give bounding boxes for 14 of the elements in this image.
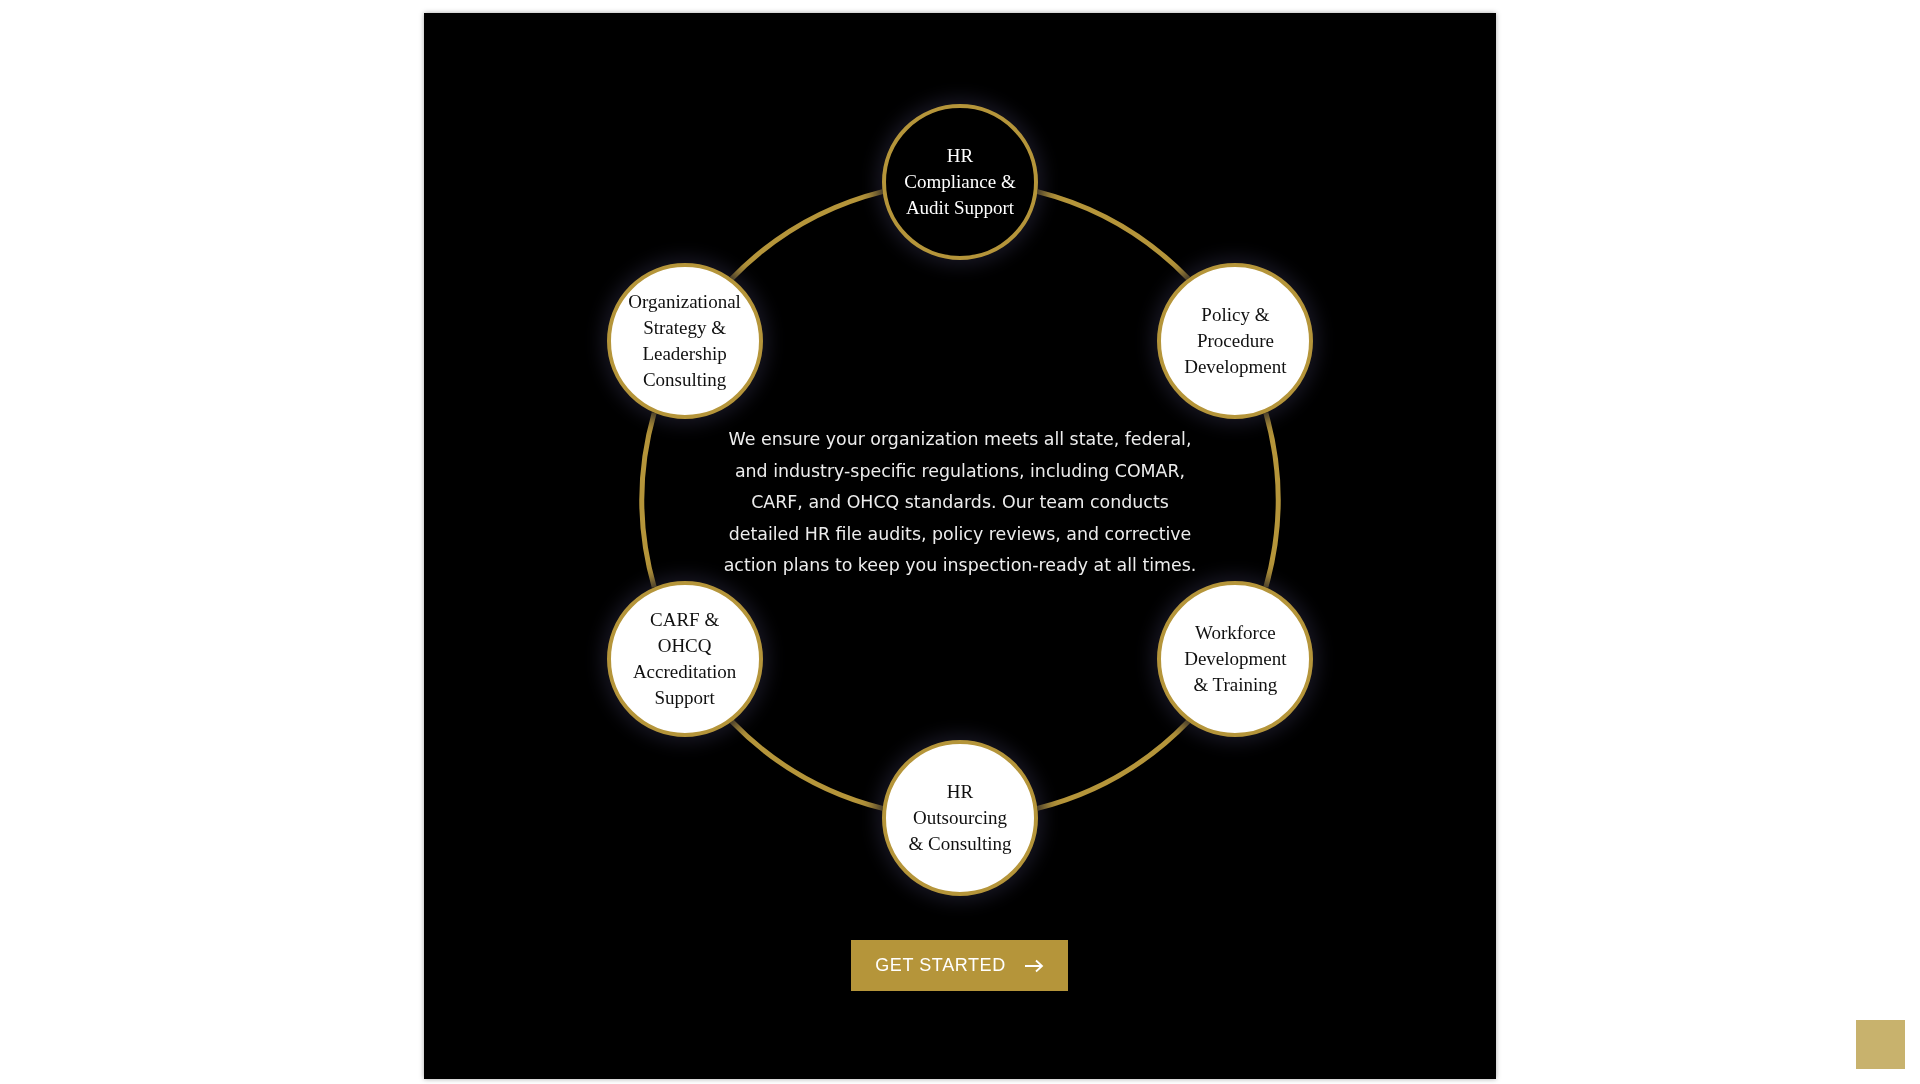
service-name: Workforce Development & Training xyxy=(1183,621,1288,697)
ring-arc xyxy=(640,412,657,588)
ring-arc xyxy=(1036,719,1191,811)
service-name: CARF & OHCQ Accreditation Support xyxy=(631,608,738,710)
service-name: HR Outsourcing & Consulting xyxy=(908,780,1012,856)
get-started-button: GET STARTED xyxy=(851,940,1068,991)
service-name: Organizational Strategy & Leadership Consulting xyxy=(627,290,742,392)
ring-arc xyxy=(729,189,884,281)
service-name: Policy & Procedure Development xyxy=(1183,303,1288,379)
service-name: HR Compliance & Audit Support xyxy=(903,144,1017,220)
description-text: We ensure your organization meets all state, federal, and industry-specific regulations, including COMAR, CARF, and OHCQ standards. Our team conducts detailed HR file audits, policy reviews, and corrective action plans to keep you inspection-ready at all times. xyxy=(722,428,1198,578)
ring-arc xyxy=(729,719,884,811)
ring-arc xyxy=(1036,189,1191,281)
ring-arc xyxy=(1263,412,1280,588)
